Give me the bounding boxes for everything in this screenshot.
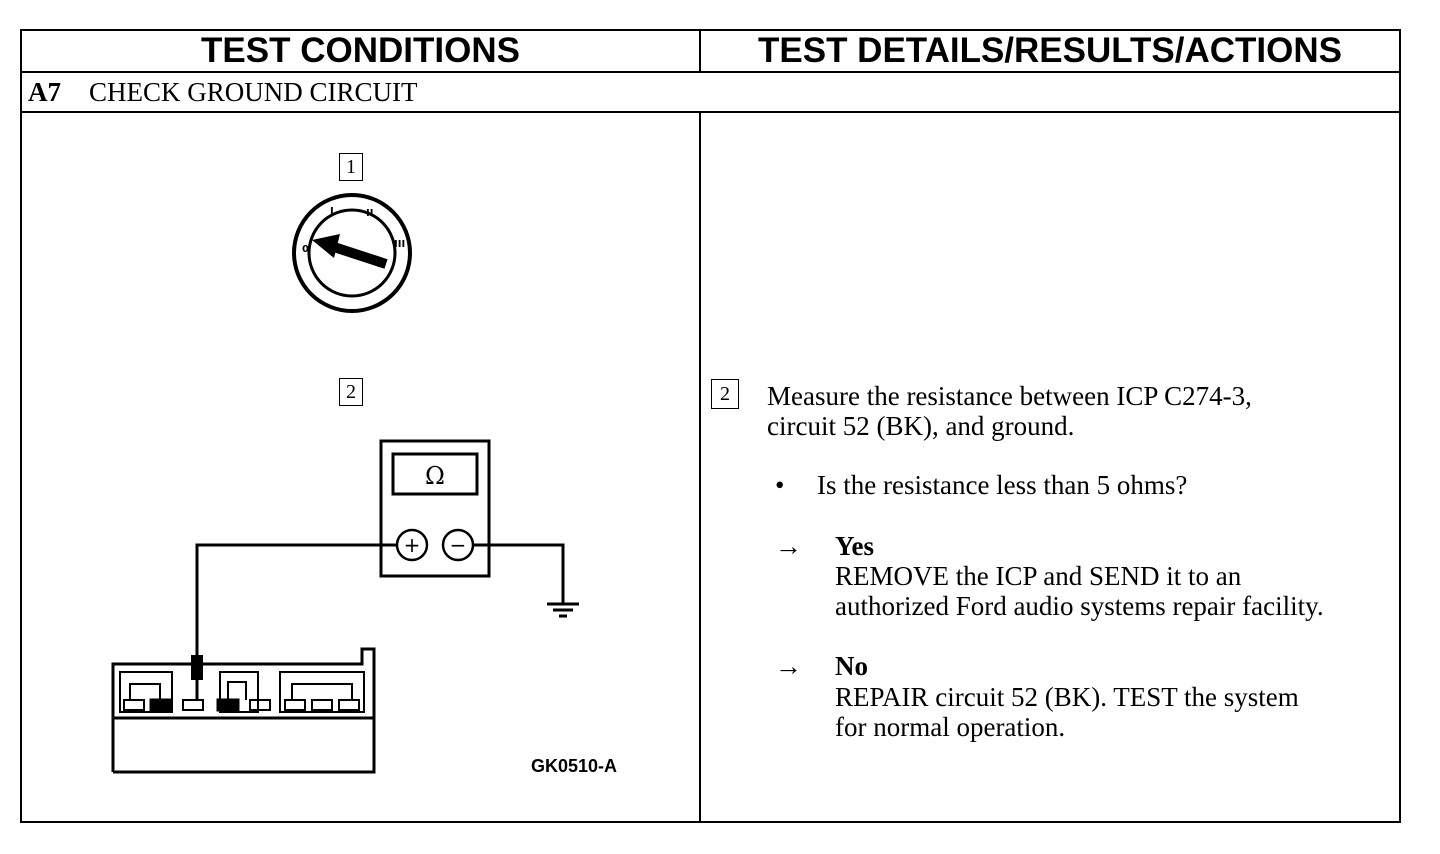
no-arrow-icon: → bbox=[775, 651, 802, 681]
yes-arrow-icon: → bbox=[775, 531, 802, 561]
question-text: Is the resistance less than 5 ohms? bbox=[817, 470, 1188, 500]
no-action-line-2: for normal operation. bbox=[835, 712, 1066, 742]
section-divider bbox=[22, 111, 1399, 113]
question-bullet: • bbox=[775, 470, 785, 500]
step-2-box-right: 2 bbox=[711, 379, 739, 409]
instruction-line-1: Measure the resistance between ICP C274-… bbox=[767, 381, 1252, 411]
step-2-box-left: 2 bbox=[339, 378, 363, 406]
no-action-line-1: REPAIR circuit 52 (BK). TEST the system bbox=[835, 682, 1299, 712]
no-label: No bbox=[835, 651, 868, 681]
header-test-conditions: TEST CONDITIONS bbox=[22, 31, 701, 71]
yes-action-line-1: REMOVE the ICP and SEND it to an bbox=[835, 561, 1242, 591]
instruction-line-2: circuit 52 (BK), and ground. bbox=[767, 411, 1075, 441]
column-divider bbox=[699, 113, 701, 821]
yes-action-line-2: authorized Ford audio systems repair fac… bbox=[835, 591, 1324, 621]
test-table: TEST CONDITIONS TEST DETAILS/RESULTS/ACT… bbox=[20, 29, 1401, 823]
section-title: A7 CHECK GROUND CIRCUIT bbox=[28, 73, 418, 111]
header-test-details: TEST DETAILS/RESULTS/ACTIONS bbox=[758, 31, 1342, 70]
step-1-box: 1 bbox=[339, 153, 363, 181]
section-name: CHECK GROUND CIRCUIT bbox=[89, 77, 418, 107]
figure-id: GK0510-A bbox=[531, 756, 618, 776]
section-number: A7 bbox=[28, 77, 61, 107]
yes-label: Yes bbox=[835, 531, 874, 561]
header-divider bbox=[22, 71, 1399, 73]
